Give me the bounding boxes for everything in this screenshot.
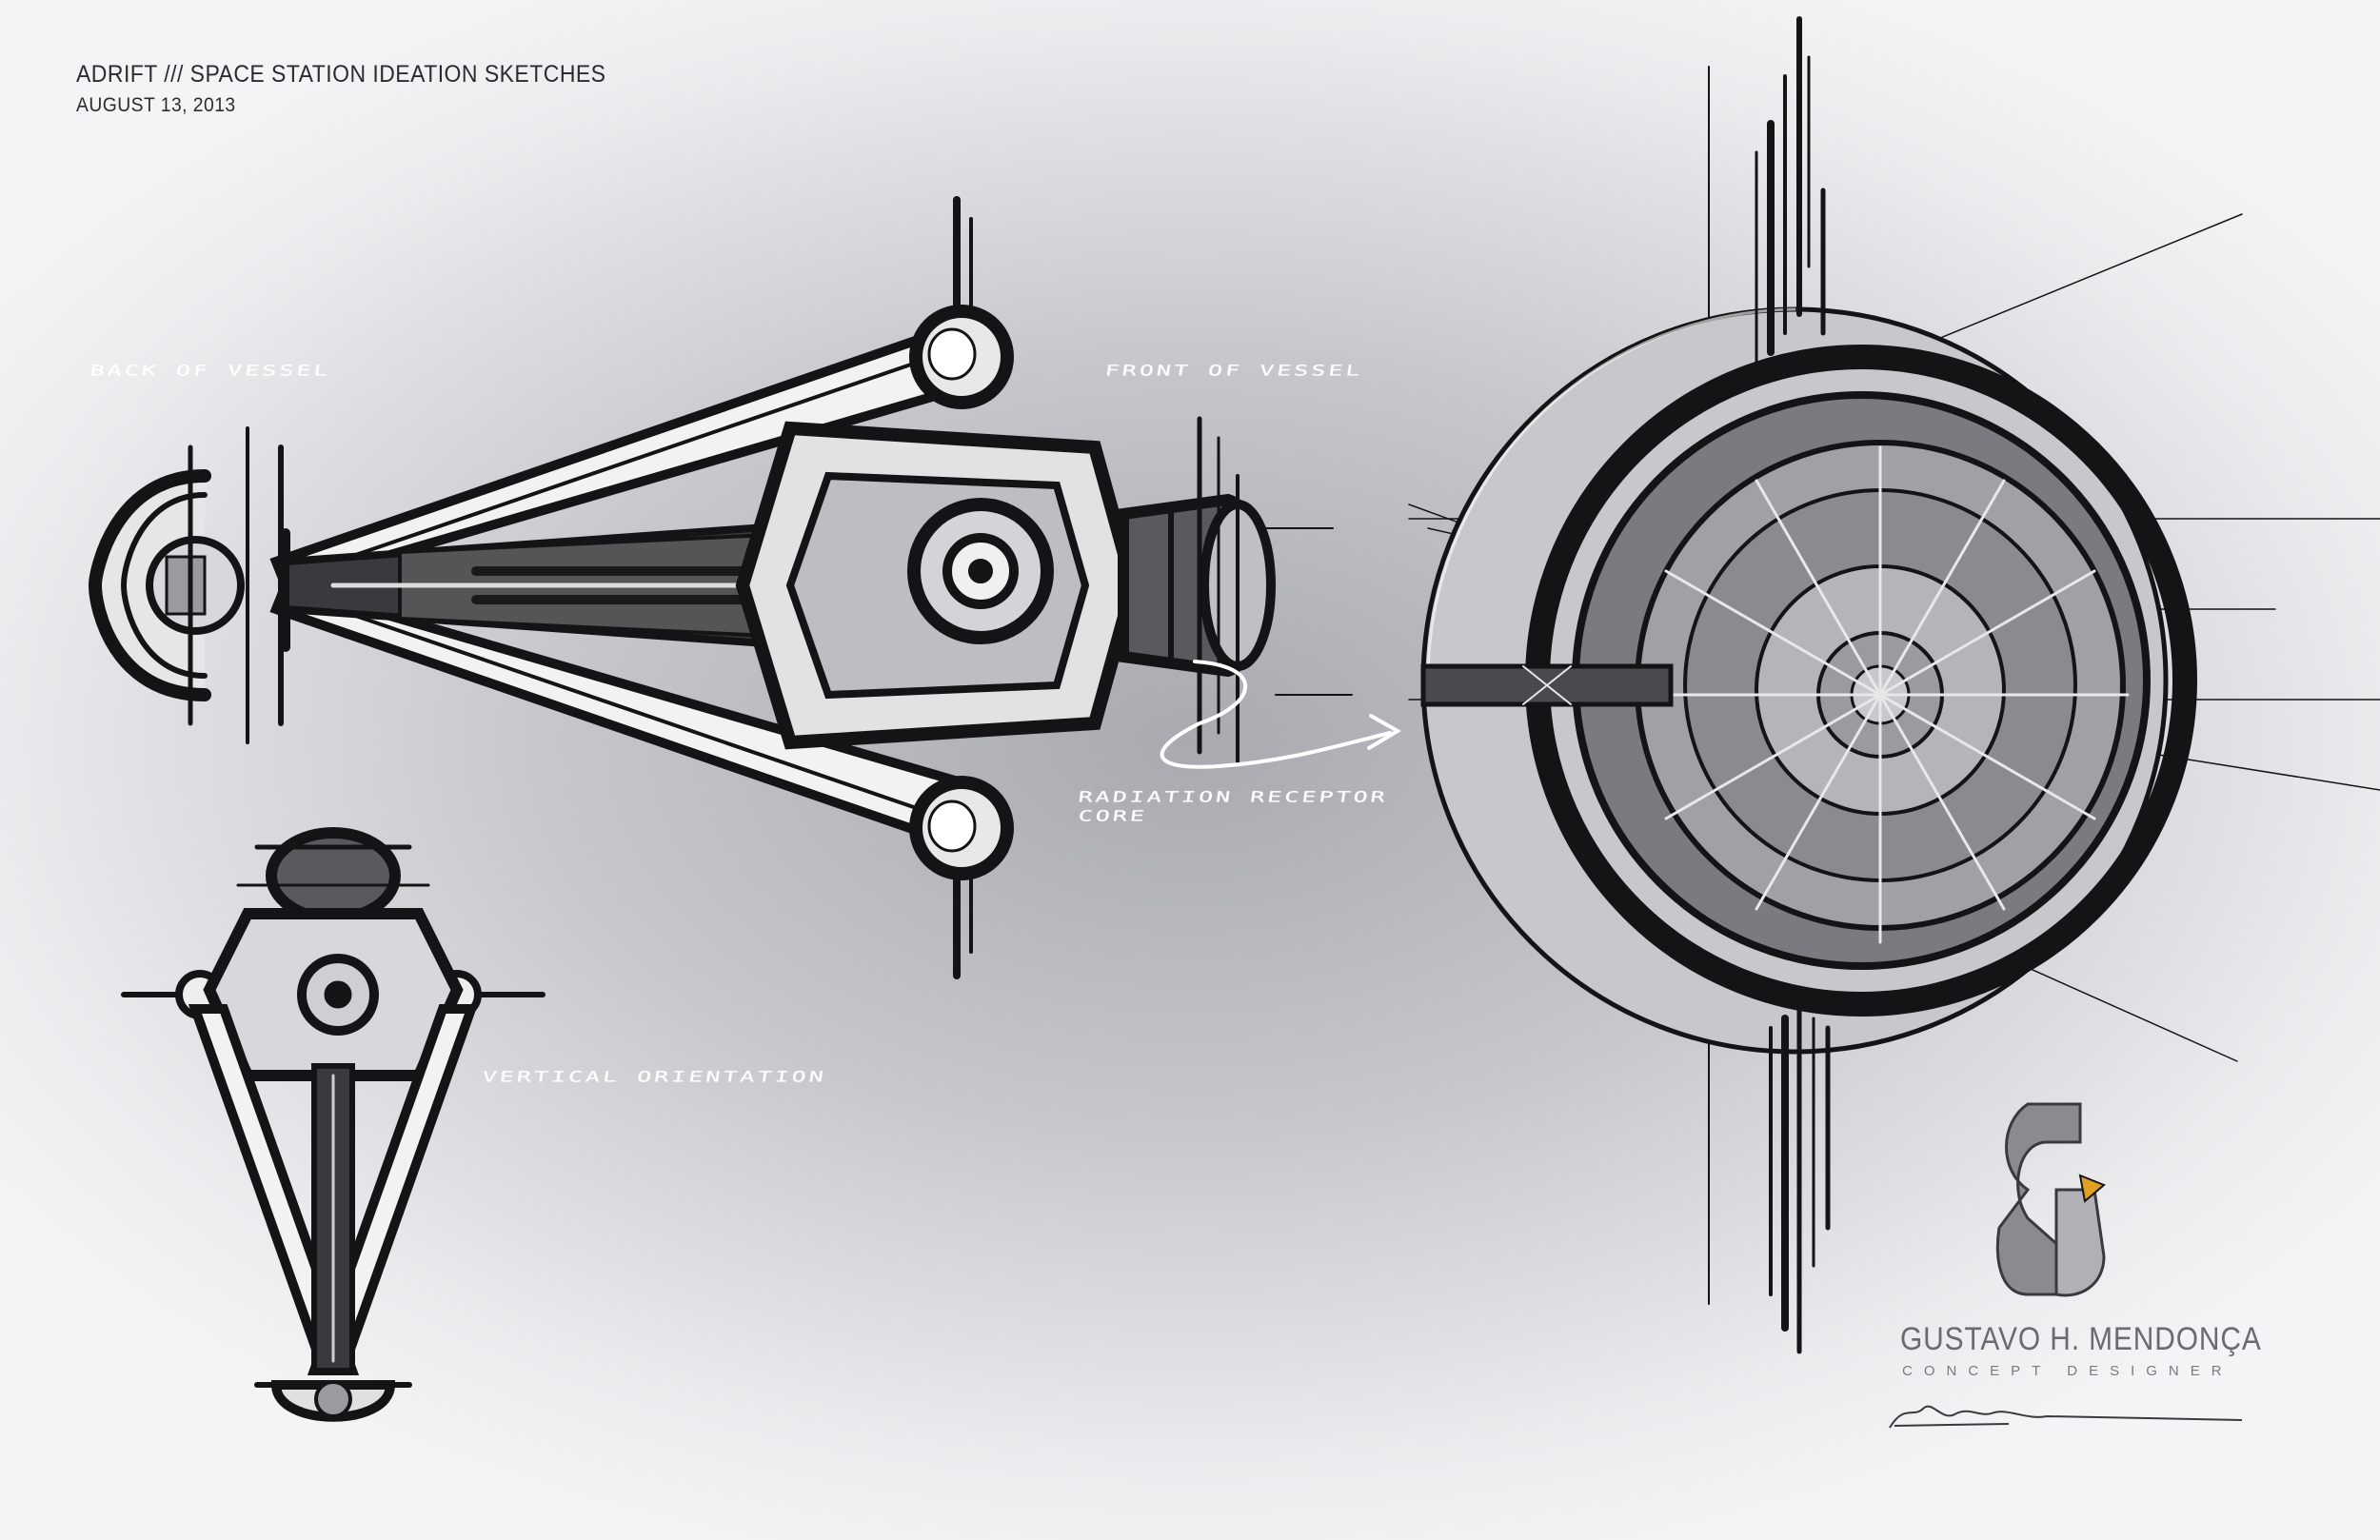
annotation-back-of-vessel: BACK OF VESSEL xyxy=(89,362,332,379)
vertical-vessel-sketch xyxy=(121,827,545,1422)
designer-role: CONCEPT DESIGNER xyxy=(1902,1363,2233,1379)
annotation-vertical-orientation: VERTICAL ORIENTATION xyxy=(481,1068,828,1085)
horizontal-vessel-sketch xyxy=(88,196,1401,979)
annotation-radiation-receptor: RADIATION RECEPTOR xyxy=(1077,788,1389,805)
annotation-front-of-vessel: FRONT OF VESSEL xyxy=(1103,362,1364,379)
page-date: AUGUST 13, 2013 xyxy=(76,94,236,116)
designer-logo xyxy=(1995,1102,2106,1297)
designer-signature xyxy=(1889,1405,2243,1429)
designer-name: GUSTAVO H. MENDONÇA xyxy=(1900,1321,2262,1357)
front-view-sphere-sketch xyxy=(1408,16,2380,1354)
page-title: ADRIFT /// SPACE STATION IDEATION SKETCH… xyxy=(76,61,606,88)
annotation-core: CORE xyxy=(1077,807,1149,824)
